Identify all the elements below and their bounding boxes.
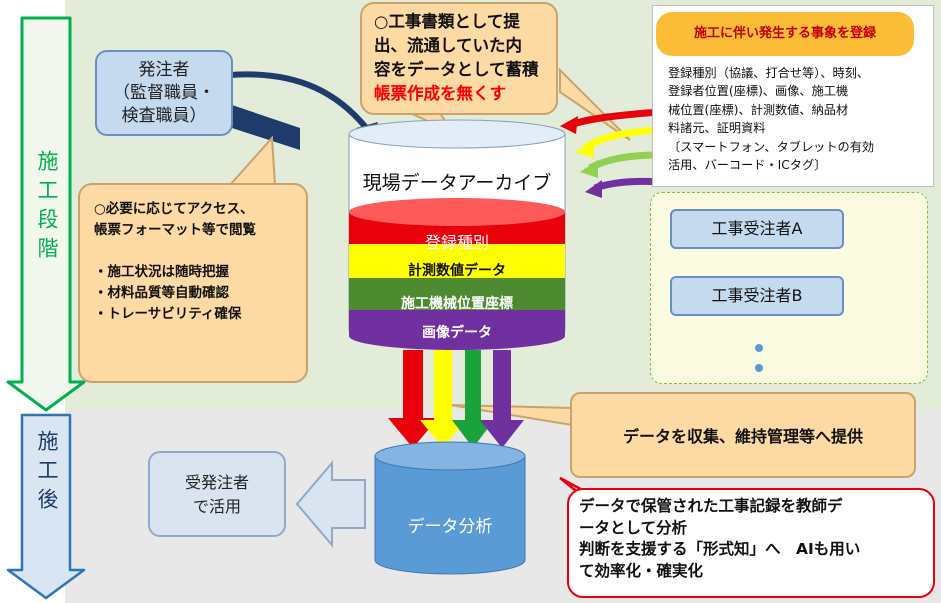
to-users-arrow: [295, 460, 366, 548]
collect-callout: データを収集、維持管理等へ提供: [570, 392, 916, 478]
after-phase-label: 施工後: [35, 430, 59, 517]
analysis-label: データ分析: [407, 517, 493, 537]
after-phase-arrow: [6, 413, 86, 600]
contractor-a: 工事受注者A: [670, 209, 844, 249]
docs-callout: ○工事書類として提 出、流通していた内 容をデータとして蓄積 帳票作成を無くす: [360, 2, 558, 115]
layer-label-register-type: 登録種別: [424, 233, 489, 252]
orderer-box: 発注者 （監督職員・ 検査職員）: [95, 50, 233, 136]
archive-title: 現場データアーカイブ: [362, 172, 552, 194]
construction-phase-arrow: [6, 16, 86, 412]
access-callout: ○必要に応じてアクセス、 帳票フォーマット等で閲覧 ・施工状況は随時把握 ・材料…: [78, 183, 308, 383]
docs-callout-line: ○工事書類として提: [374, 12, 520, 31]
layer-label-image: 画像データ: [422, 325, 492, 341]
contractor-b: 工事受注者B: [670, 276, 844, 316]
archive-cylinder: [348, 119, 566, 350]
ai-callout: データで保管された工事記録を教師デ ータとして分析 判断を支援する「形式知」へ …: [567, 488, 935, 598]
orderer-connector: [232, 105, 300, 150]
layer-label-measurement: 計測数値データ: [408, 263, 506, 279]
docs-callout-line: 容をデータとして蓄積: [374, 60, 539, 79]
ellipsis-dot: [755, 344, 763, 352]
construction-phase-label: 施工段階: [35, 150, 59, 266]
ellipsis-dot: [755, 364, 763, 372]
access-callout-tail: [227, 135, 277, 186]
collection-arrows: [388, 350, 524, 448]
use-box: 受発注者 で活用: [148, 451, 286, 537]
register-body: 登録種別（協議、打合せ等）、時刻、 登録者位置(座標)、画像、施工機 械位置(座…: [668, 66, 875, 173]
docs-callout-emphasis: 帳票作成を無くす: [374, 84, 506, 103]
analysis-cylinder: [374, 441, 526, 575]
layer-label-machine-position: 施工機械位置座標: [401, 296, 513, 312]
registration-arrows: [560, 108, 661, 198]
orderer-to-archive-arrow: [229, 71, 371, 132]
register-header: 施工に伴い発生する事象を登録: [656, 12, 914, 56]
docs-callout-line: 出、流通していた内: [374, 36, 523, 55]
